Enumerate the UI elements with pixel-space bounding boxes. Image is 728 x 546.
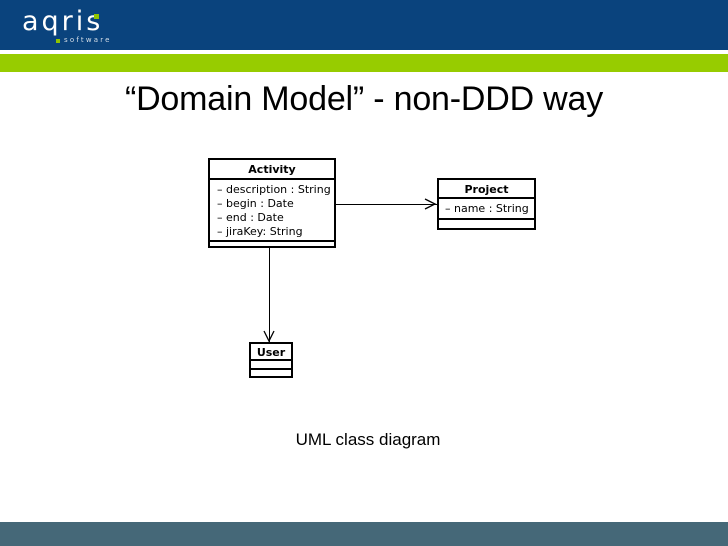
- header-divider: [0, 50, 728, 54]
- page-title: “Domain Model” - non-DDD way: [124, 80, 604, 118]
- uml-attributes-compartment: – name : String: [439, 199, 534, 220]
- uml-class-name: Activity: [210, 160, 334, 180]
- logo-wordmark: aqris: [22, 6, 104, 37]
- uml-class-name: User: [251, 344, 291, 361]
- uml-attribute: – begin : Date: [217, 197, 294, 210]
- aqris-logo: aqris software: [22, 7, 172, 47]
- uml-attributes-compartment: – description : String – begin : Date – …: [210, 180, 334, 242]
- uml-attribute: – name : String: [445, 202, 529, 215]
- uml-operations-compartment: [251, 370, 291, 378]
- diagram-caption: UML class diagram: [295, 430, 441, 449]
- logo-subtitle: software: [64, 36, 112, 44]
- arrowhead-down-icon: [263, 330, 275, 343]
- green-dot-icon: [94, 14, 99, 19]
- connector-activity-to-user: [269, 248, 270, 342]
- uml-class-name: Project: [439, 180, 534, 199]
- header-banner: aqris software: [0, 0, 728, 50]
- green-square-bullet-icon: [56, 39, 60, 43]
- uml-attribute: – end : Date: [217, 211, 284, 224]
- uml-operations-compartment: [439, 220, 534, 228]
- uml-operations-compartment: [210, 242, 334, 246]
- uml-class-activity: Activity – description : String – begin …: [208, 158, 336, 248]
- footer-bar: [0, 522, 728, 546]
- header-accent-bar: [0, 54, 728, 72]
- uml-class-user: User: [249, 342, 293, 378]
- arrowhead-right-icon: [424, 198, 437, 210]
- uml-attribute: – description : String: [217, 183, 331, 196]
- uml-attribute: – jiraKey: String: [217, 225, 303, 238]
- uml-attributes-compartment: [251, 361, 291, 370]
- uml-class-project: Project – name : String: [437, 178, 536, 230]
- connector-activity-to-project: [336, 204, 437, 205]
